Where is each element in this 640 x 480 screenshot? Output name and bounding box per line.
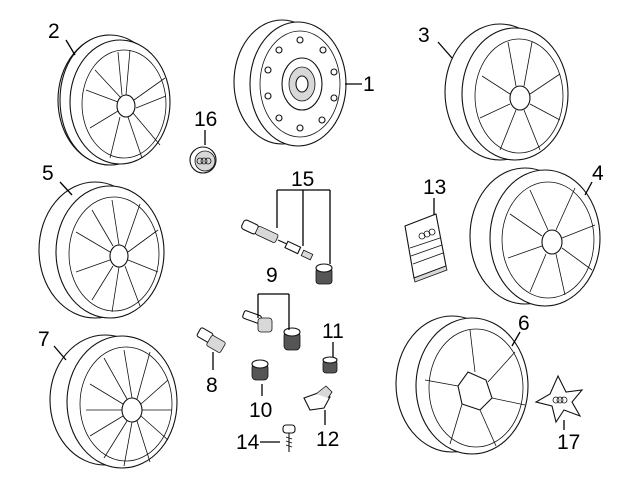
callout-2: 2 <box>48 20 60 43</box>
leader-6 <box>511 331 521 347</box>
leader-7 <box>53 345 67 361</box>
leader-9 <box>257 293 290 330</box>
leader-15 <box>276 189 331 264</box>
part-9: 9 <box>242 264 301 351</box>
callout-11: 11 <box>322 320 344 343</box>
wheel-5: 5 <box>38 162 165 319</box>
callout-14: 14 <box>236 431 260 454</box>
alloy-wheel-multi-spoke-icon <box>49 334 178 469</box>
part-15: 15 <box>241 168 333 285</box>
bolt-icon <box>282 424 296 452</box>
callout-4: 4 <box>592 162 604 185</box>
center-cap-icon <box>189 146 217 174</box>
leader-3 <box>437 41 453 59</box>
valve-cap-icon <box>251 359 269 381</box>
part-17: 17 <box>534 374 584 454</box>
wheel-6: 6 <box>395 312 530 455</box>
callout-10: 10 <box>249 399 272 422</box>
valve-stem-icon <box>196 327 226 353</box>
alloy-wheel-5-spoke-icon <box>57 34 171 166</box>
steel-wheel-icon <box>233 19 347 147</box>
callout-17: 17 <box>557 431 580 454</box>
callout-15: 15 <box>291 168 314 191</box>
part-16: 16 <box>189 108 217 174</box>
alloy-wheel-turbine-icon <box>395 315 529 455</box>
callout-5: 5 <box>42 162 54 185</box>
part-12: 12 <box>303 385 339 451</box>
valve-nut-icon <box>322 356 338 374</box>
callout-3: 3 <box>418 24 430 47</box>
part-10: 10 <box>249 359 272 422</box>
leader-4 <box>584 181 593 196</box>
tpms-valve-kit-icon <box>241 219 333 285</box>
callout-6: 6 <box>518 312 530 335</box>
callout-9: 9 <box>266 264 278 287</box>
part-11: 11 <box>322 320 344 374</box>
alloy-wheel-10-spoke-icon <box>38 181 165 319</box>
wheel-4: 4 <box>469 162 604 307</box>
part-14: 14 <box>236 424 296 454</box>
part-8: 8 <box>196 327 226 397</box>
callout-8: 8 <box>206 374 218 397</box>
callout-13: 13 <box>423 176 446 199</box>
callout-7: 7 <box>38 328 50 351</box>
star-center-cap-icon <box>534 374 584 424</box>
valve-assembly-icon <box>242 310 301 351</box>
callout-16: 16 <box>194 108 217 131</box>
part-13: 13 <box>404 176 448 283</box>
wheel-1: 1 <box>233 19 375 147</box>
wheel-7: 7 <box>38 328 178 469</box>
manual-booklet-icon <box>404 213 448 283</box>
callout-1: 1 <box>363 73 375 96</box>
wheel-2: 2 <box>48 20 171 166</box>
leader-5 <box>59 181 73 196</box>
callout-12: 12 <box>316 428 339 451</box>
leader-2 <box>65 39 76 56</box>
alloy-wheel-double-spoke-icon <box>444 23 569 161</box>
sensor-clip-icon <box>303 385 333 411</box>
wheel-3: 3 <box>418 23 569 161</box>
alloy-wheel-split-spoke-icon <box>469 167 601 307</box>
